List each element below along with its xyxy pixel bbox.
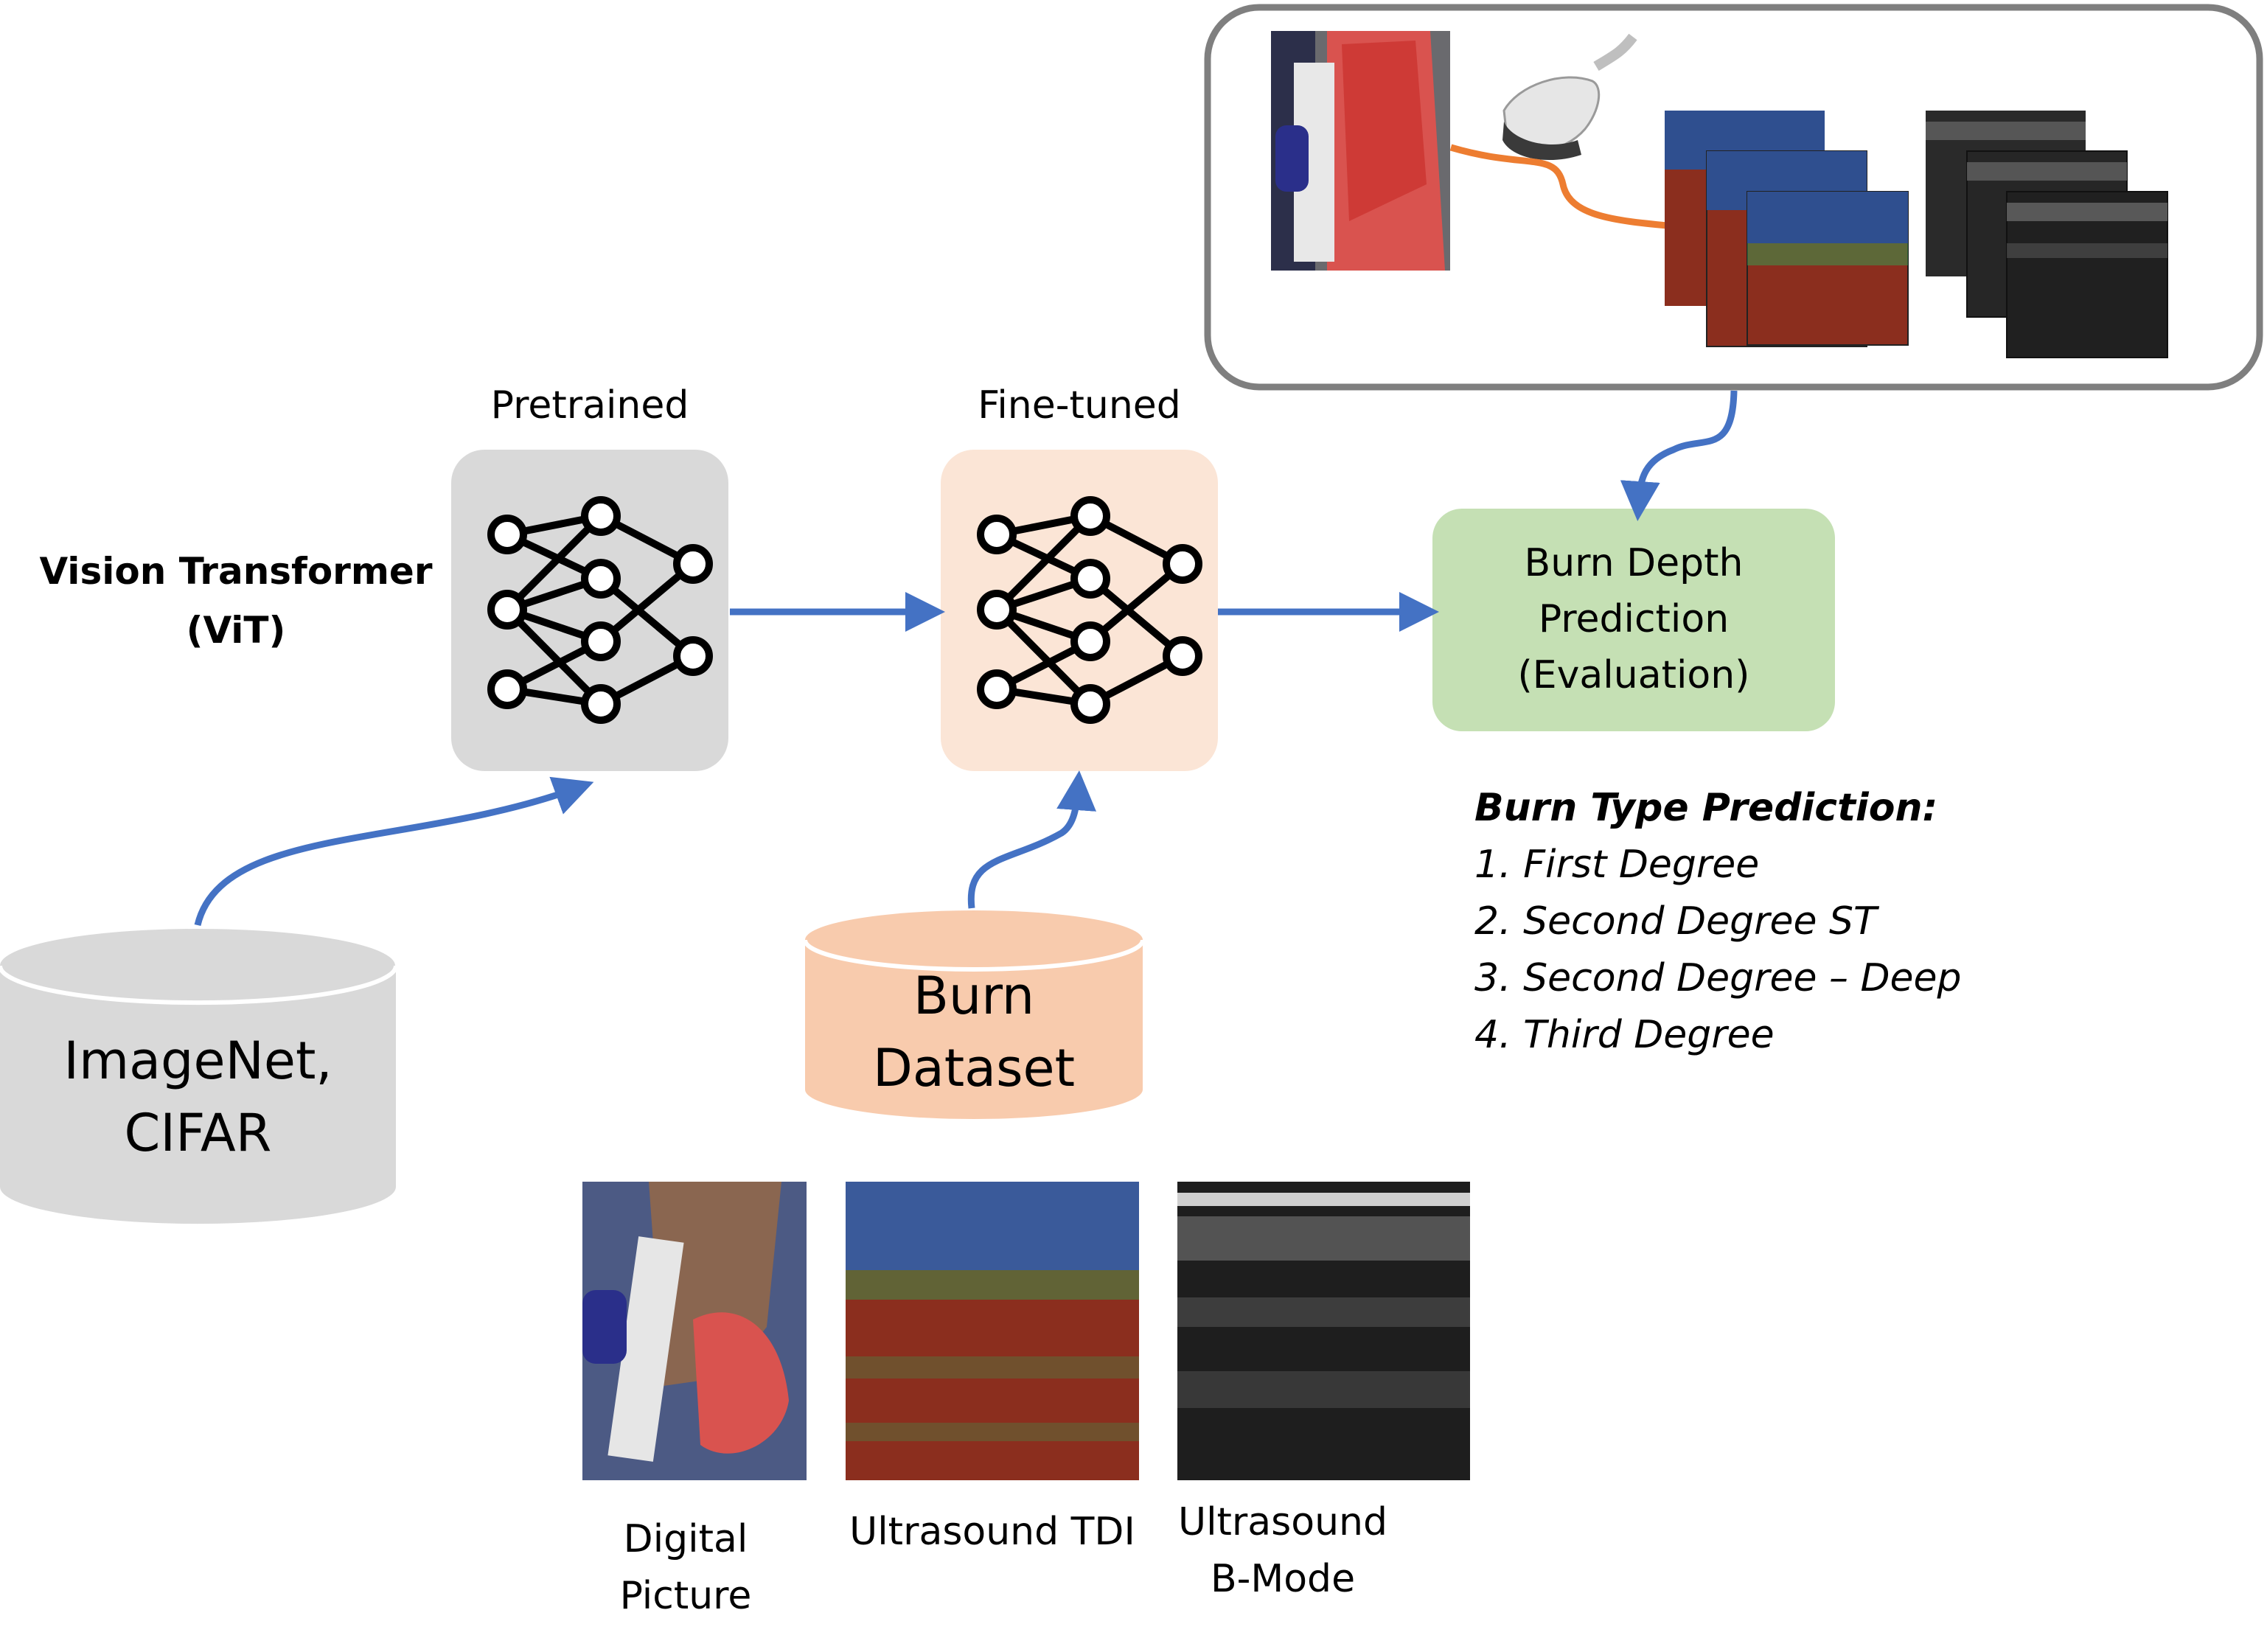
bmode-stack — [1926, 111, 2168, 358]
finetuned-label: Fine-tuned — [978, 383, 1181, 428]
prediction-label: Burn Depth Prediction (Evaluation) — [1517, 541, 1750, 697]
burn-type-item: 4. Third Degree — [1474, 1013, 1775, 1057]
imagenet-cylinder — [0, 929, 398, 1224]
burn-type-item: 3. Second Degree – Deep — [1474, 956, 1962, 1000]
prediction-box — [1432, 509, 1835, 731]
ultrasound-tdi-image — [846, 1182, 1139, 1480]
arrow-panel-to-prediction — [1620, 390, 1738, 521]
burn-type-item: 2. Second Degree ST — [1474, 899, 1877, 944]
modality-label-tdi: Ultrasound TDI — [849, 1510, 1135, 1554]
burn-type-list: Burn Type Prediction: 1. First Degree 2.… — [1474, 780, 2256, 1064]
arrow-scan — [1449, 144, 1716, 246]
imagenet-label: ImageNet, CIFAR — [63, 1031, 332, 1163]
ultrasound-bmode-image — [1177, 1182, 1470, 1480]
modality-label-digital: Digital Picture — [619, 1517, 752, 1618]
arrow-imagenet-to-pretrained — [194, 776, 594, 927]
burn-dataset-label: Burn Dataset — [872, 966, 1076, 1098]
burn-type-title: Burn Type Prediction: — [1474, 786, 1938, 830]
arrow-burn-to-finetuned — [967, 770, 1097, 909]
vit-title: Vision Transformer (ViT) — [39, 550, 433, 652]
neural-network-icon — [487, 496, 713, 724]
pretrained-label: Pretrained — [490, 383, 689, 428]
burn-dataset-cylinder — [803, 910, 1145, 1119]
burn-type-item: 1. First Degree — [1474, 843, 1760, 887]
digital-picture-image — [582, 1182, 807, 1480]
tdi-stack — [1665, 111, 1909, 347]
modality-label-bmode: Ultrasound B-Mode — [1178, 1500, 1387, 1601]
neural-network-icon — [977, 496, 1202, 724]
ultrasound-probe-icon — [1502, 33, 1637, 161]
arm-photo — [1271, 31, 1450, 271]
